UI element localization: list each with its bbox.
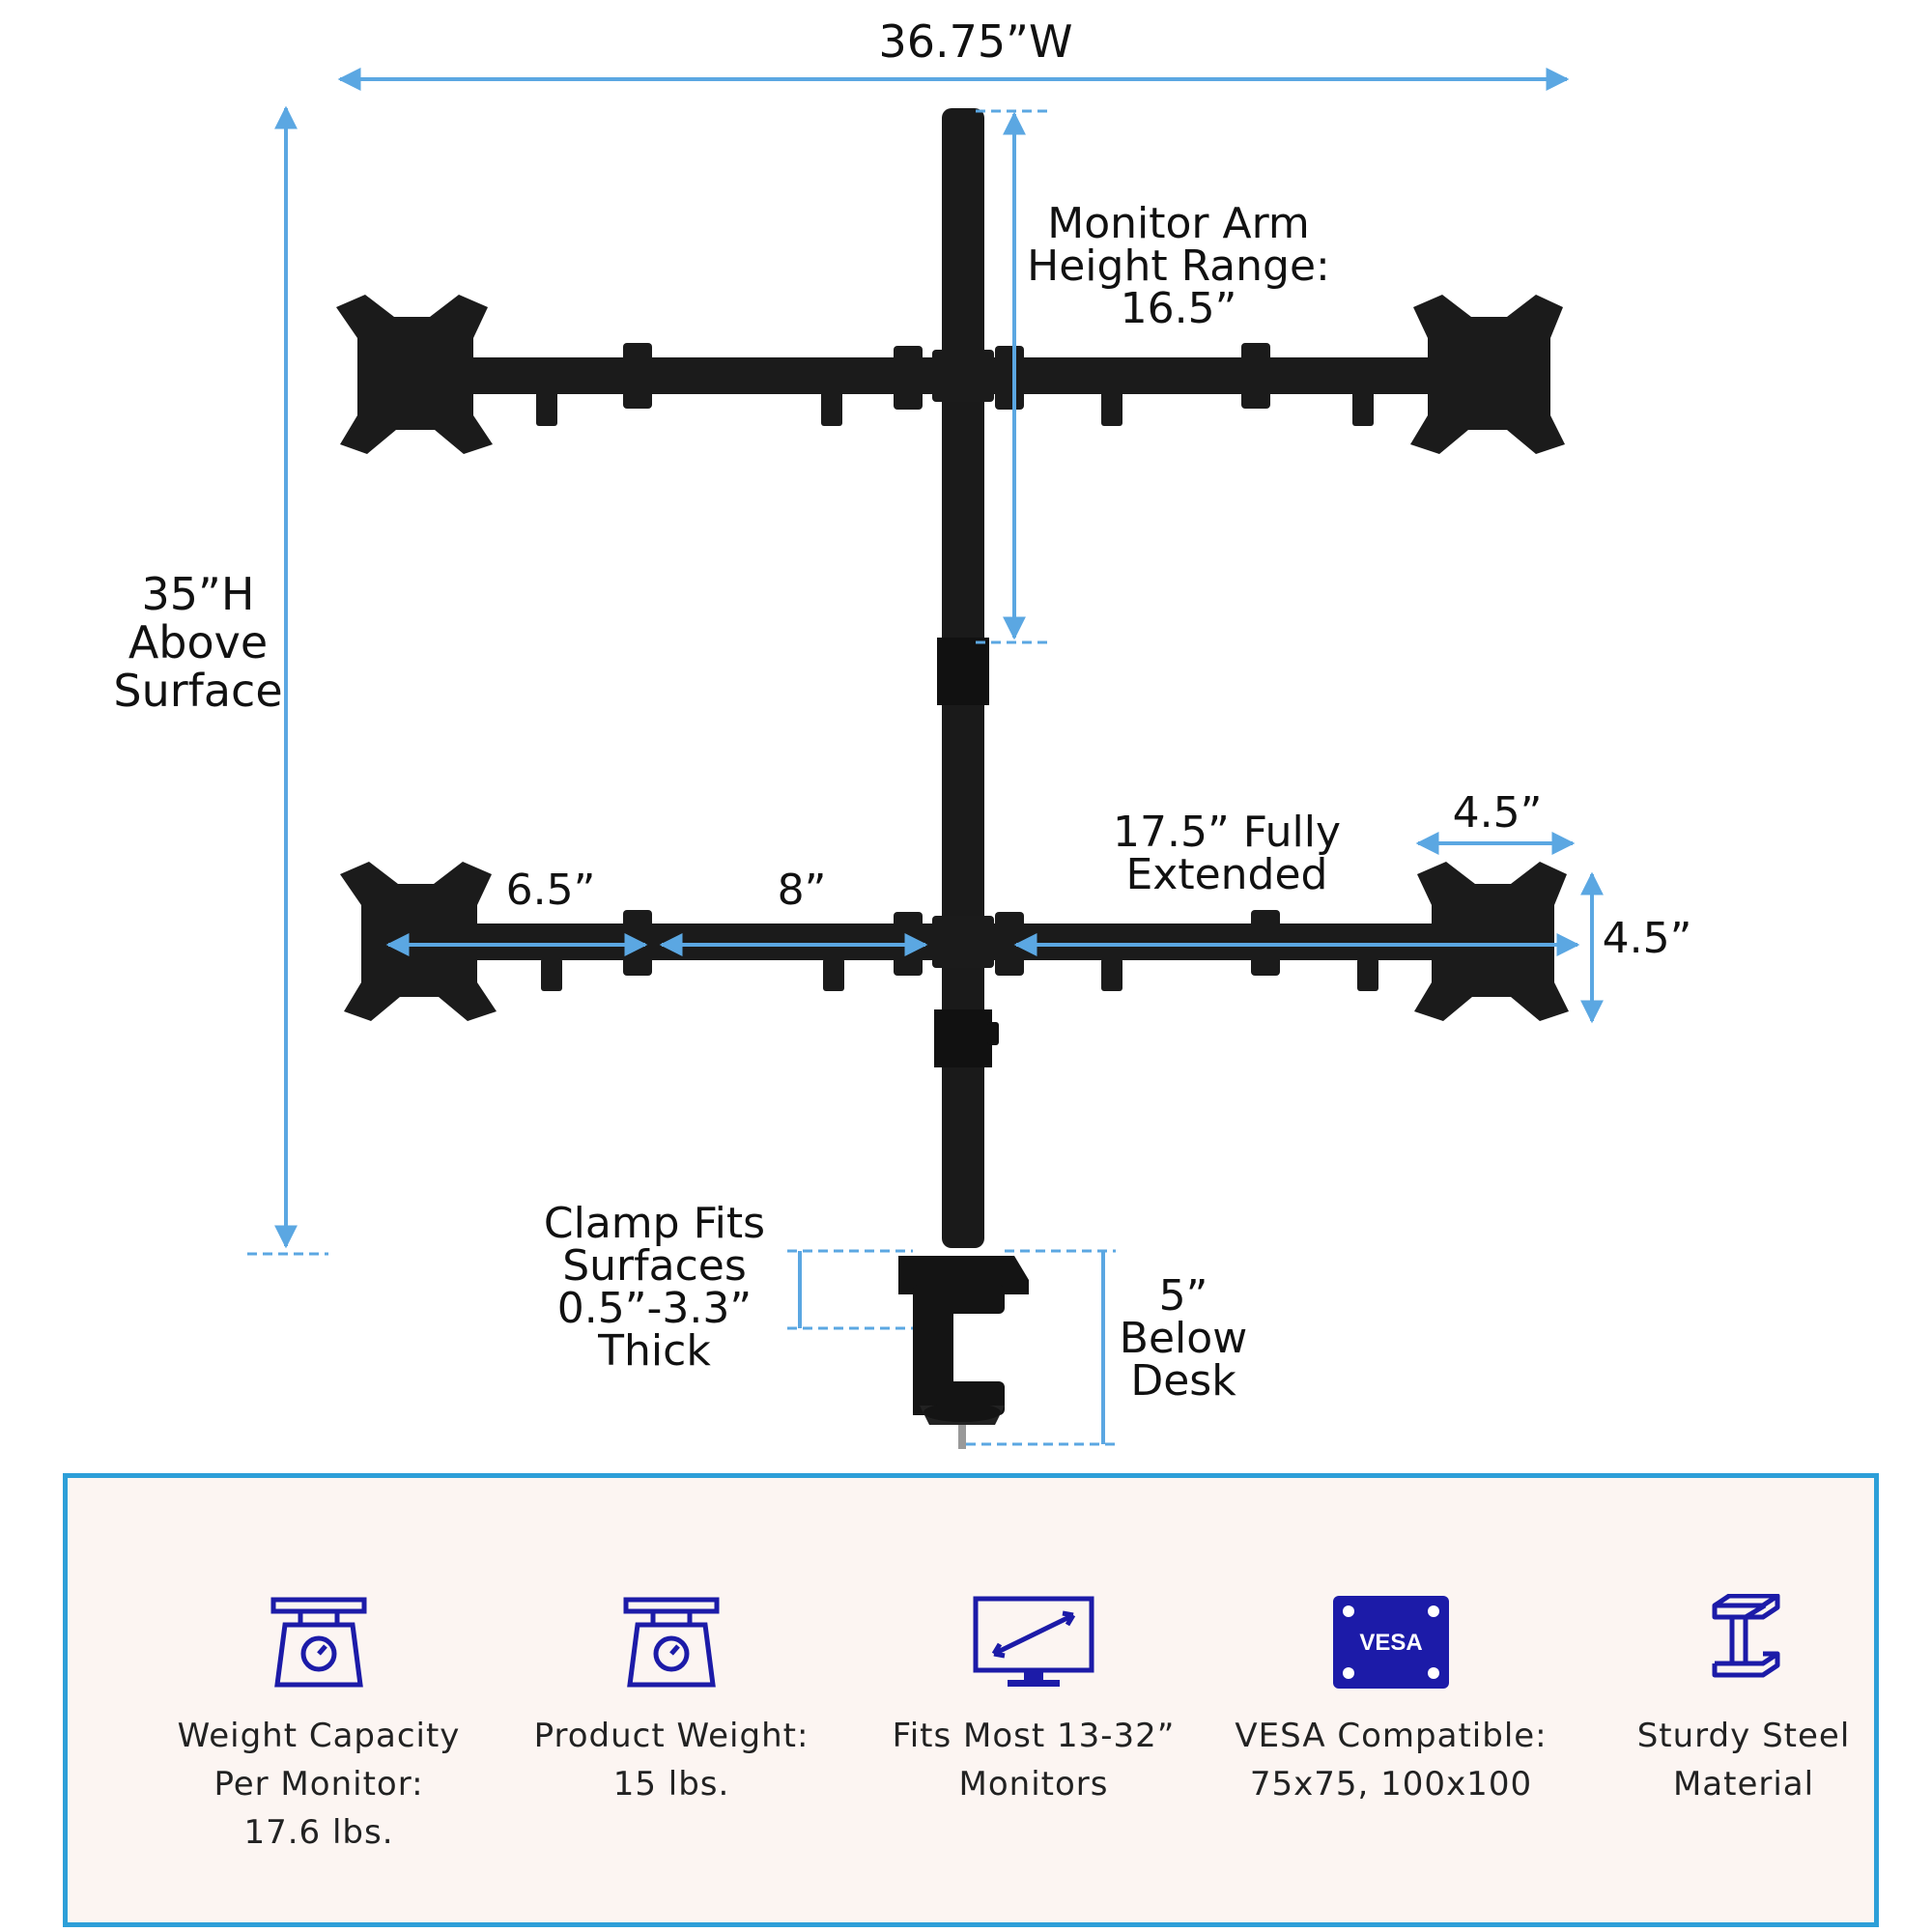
- desk-clamp: [898, 1256, 1029, 1449]
- scale-icon: [623, 1597, 720, 1688]
- monitor-mount-diagram: [247, 68, 1604, 1449]
- upper-arms: [336, 295, 1565, 454]
- vesa-height-label: 4.5”: [1602, 914, 1692, 963]
- vesa-badge-text: VESA: [1359, 1630, 1422, 1656]
- monitor-icon: [973, 1596, 1094, 1687]
- vesa-width-label: 4.5”: [1452, 788, 1543, 838]
- scale-icon: [270, 1597, 367, 1688]
- dimension-lines: [274, 68, 1604, 1444]
- feature-monitor-size: Fits Most 13-32”Monitors: [869, 1584, 1198, 1808]
- dimension-guides: [247, 109, 1116, 1446]
- steel-beam-icon: [1712, 1594, 1780, 1678]
- feature-vesa: VESA VESA Compatible:75x75, 100x100: [1227, 1584, 1555, 1808]
- arm-segment-2-label: 8”: [777, 866, 827, 915]
- pole: [934, 108, 999, 1248]
- arm-segment-1-label: 6.5”: [505, 866, 596, 915]
- overall-width-label: 36.75”W: [878, 15, 1073, 68]
- feature-product-weight: Product Weight:15 lbs.: [507, 1584, 836, 1808]
- vesa-icon: VESA: [1333, 1596, 1449, 1689]
